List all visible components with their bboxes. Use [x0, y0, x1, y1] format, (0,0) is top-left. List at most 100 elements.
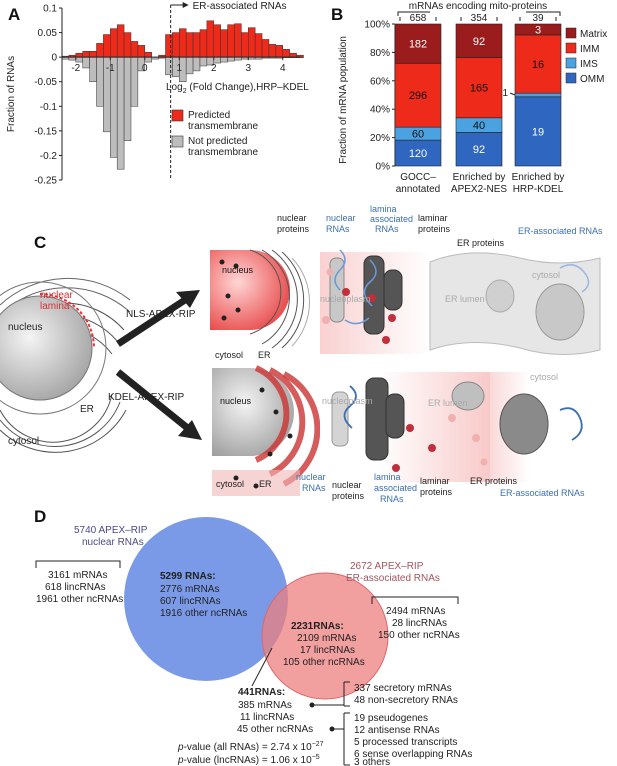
- x-tick-label: -2: [71, 63, 80, 74]
- category-label-2: APEX2-NES: [451, 184, 507, 195]
- bottom-nuclear-rnas-1: nuclear: [296, 472, 326, 482]
- nls-arrow: [116, 290, 200, 347]
- er-breakdown-1: 2494 mRNAs: [386, 606, 445, 617]
- predicted-bar: [110, 28, 118, 58]
- x-tick-label: 2: [211, 63, 217, 74]
- kdel-arrow: [115, 369, 202, 440]
- predicted-bar: [75, 52, 83, 58]
- predicted-bar: [241, 32, 249, 58]
- not-predicted-bar: [192, 56, 201, 72]
- legend-label-ims: IMS: [580, 59, 598, 70]
- annotation-arrowhead: [182, 2, 189, 8]
- overlap-3: 45 other ncRNAs: [237, 724, 313, 735]
- predicted-bar: [82, 50, 90, 58]
- top-cytosol-label: cytosol: [215, 350, 243, 360]
- bottom-nucleoplasm: nucleoplasm: [322, 396, 373, 406]
- other-detail-3: 5 processed transcripts: [354, 737, 457, 748]
- other-detail-bracket: [332, 712, 350, 766]
- pvalue-all: p-value (all RNAs) = 2.74 x 10−27: [177, 741, 324, 753]
- not-predicted-bar: [213, 56, 221, 64]
- ims-small-value-label: 1: [502, 88, 508, 99]
- predicted-bar: [234, 23, 242, 58]
- predicted-bar: [248, 27, 256, 58]
- overlap-1: 385 mRNAs: [238, 700, 292, 711]
- y-tick-label: 0.05: [38, 28, 58, 39]
- segment-value-label: 19: [532, 126, 544, 138]
- nuclear-breakdown-1: 3161 mRNAs: [48, 570, 107, 581]
- y-tick-label: -0.25: [34, 176, 57, 187]
- bottom-cytosol-right: cytosol: [530, 372, 558, 382]
- panel-letter-b: B: [331, 5, 343, 24]
- panel-letter-a: A: [8, 5, 20, 24]
- y-tick-label: -0.15: [34, 126, 57, 137]
- nuclear-breakdown-3: 1961 other ncRNAs: [36, 594, 123, 605]
- legend-swatch-imm: [565, 42, 577, 54]
- stacked-segment-matrix: [455, 23, 503, 58]
- kdel-apex-rip-label: KDEL-APEX-RIP: [108, 392, 184, 403]
- stacked-segment-omm: [455, 132, 503, 167]
- nuclear-only-2: 607 lincRNAs: [160, 596, 221, 607]
- segment-value-label: 165: [470, 83, 488, 95]
- y-tick-label: -0.1: [40, 102, 58, 113]
- not-predicted-bar: [165, 56, 173, 76]
- bottom-er-label: ER: [259, 479, 272, 489]
- top-lamina-rnas-1: lamina: [370, 204, 397, 214]
- stacked-segment-matrix: [514, 23, 562, 36]
- er-only-1: 2109 mRNAs: [297, 633, 356, 644]
- top-nucleoplasm: nucleoplasm: [320, 294, 371, 304]
- other-detail-2: 12 antisense RNAs: [354, 725, 440, 736]
- predicted-bar: [268, 44, 277, 58]
- venn-nuclear-circle: [124, 517, 288, 681]
- not-predicted-bar: [89, 56, 97, 82]
- nls-schematic: [210, 248, 601, 355]
- category-label-1: Enriched by: [512, 172, 565, 183]
- legend-label-matrix: Matrix: [580, 29, 607, 40]
- legend-swatch-not-predicted: [171, 135, 184, 148]
- predicted-bar: [185, 32, 194, 58]
- top-lamina-rnas-3: RNAs: [375, 224, 399, 234]
- overlap-title: 441RNAs:: [238, 687, 285, 698]
- bar-total-label: 354: [471, 13, 488, 24]
- nls-apex-rip-label: NLS-APEX-RIP: [126, 309, 196, 320]
- bottom-laminar-proteins-2: proteins: [420, 487, 453, 497]
- bottom-cytosol-label: cytosol: [216, 479, 244, 489]
- stacked-bar-chart: 100%80%60%40%20%0%Fraction of mRNA popul…: [338, 1, 607, 195]
- legend-label-not-predicted-2: transmembrane: [188, 147, 258, 158]
- predicted-bar: [103, 34, 111, 58]
- bottom-er-proteins: ER proteins: [470, 476, 518, 486]
- mrna-detail-2: 48 non-secretory RNAs: [354, 695, 458, 706]
- nuclear-bracket: [35, 560, 121, 568]
- pvalue-linc: p-value (lncRNAs) = 1.06 x 10−5: [177, 754, 320, 766]
- bottom-er-lumen: ER lumen: [428, 398, 468, 408]
- top-lamina-rnas-2: associated: [370, 214, 413, 224]
- venn-er-circle: [261, 572, 389, 700]
- other-detail-5: 3 others: [354, 757, 390, 766]
- overlap-pointer: [251, 647, 273, 687]
- legend-swatch-ims: [565, 57, 577, 69]
- y-axis-label: Fraction of mRNA population: [338, 36, 349, 164]
- er-breakdown-3: 150 other ncRNAs: [378, 630, 460, 641]
- venn-diagram: [124, 517, 389, 700]
- y-tick-label: -0.2: [40, 151, 58, 162]
- predicted-bar: [116, 24, 125, 58]
- nuclear-only-title: 5299 RNAs:: [160, 571, 216, 582]
- kdel-schematic: [212, 365, 583, 496]
- predicted-bar: [130, 41, 139, 58]
- predicted-bar: [254, 33, 263, 58]
- segment-value-label: 296: [409, 90, 427, 102]
- not-predicted-bar: [130, 56, 139, 107]
- er-bracket: [371, 596, 459, 604]
- legend-label-not-predicted-1: Not predicted: [188, 136, 247, 147]
- stacked-segment-omm: [394, 139, 442, 167]
- y-tick-label: 40%: [370, 105, 390, 116]
- predicted-bar: [282, 49, 290, 58]
- segment-value-label: 120: [409, 148, 427, 160]
- top-er-rnas: ER-associated RNAs: [518, 226, 603, 236]
- cell-lamina-label-2: lamina: [40, 301, 70, 312]
- top-nuclear-proteins-1: nuclear: [277, 213, 307, 223]
- er-only-title: 2231RNAs:: [291, 621, 344, 632]
- legend-swatch-predicted: [171, 109, 184, 122]
- top-er-lumen: ER lumen: [445, 294, 485, 304]
- predicted-bar: [199, 29, 208, 58]
